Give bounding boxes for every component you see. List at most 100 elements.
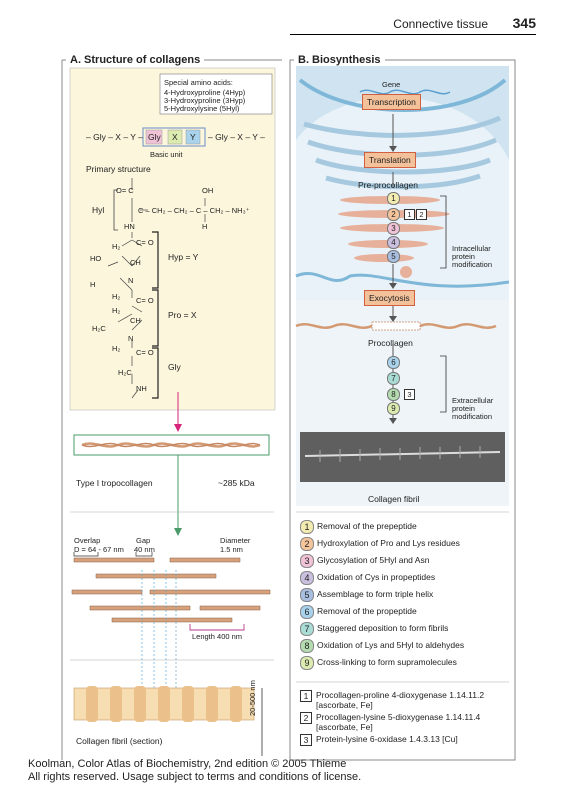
kda-label: ~285 kDa <box>218 478 255 488</box>
step-circle-5: 5 <box>387 250 400 263</box>
length-label: Length 400 nm <box>192 632 243 641</box>
legend-number: 4 <box>300 571 314 585</box>
step-circle-9: 9 <box>387 402 400 415</box>
extracellular-label: Extracellular <box>452 396 494 405</box>
enzyme-ref-box: 1 <box>404 209 415 220</box>
chem-nh: NH <box>136 384 147 393</box>
chem-hn: HN <box>124 222 135 231</box>
legend-label: Oxidation of Cys in propeptides <box>317 572 436 582</box>
gene-label: Gene <box>382 80 401 89</box>
enzyme-ref-box: 3 <box>404 389 415 400</box>
step-circle-4: 4 <box>387 236 400 249</box>
size-label: 20-500 nm <box>248 680 257 716</box>
sequence-left: – Gly – X – Y – <box>86 132 143 142</box>
diameter-label: Diameter <box>220 536 251 545</box>
chem-co-1: C= O <box>136 238 154 247</box>
chem-ho: HO <box>90 254 102 263</box>
legend-number: 6 <box>300 605 314 619</box>
copyright-footer: Koolman, Color Atlas of Biochemistry, 2n… <box>28 758 361 784</box>
panelA-title: A. Structure of collagens <box>66 54 205 66</box>
panelB-title: B. Biosynthesis <box>294 54 385 66</box>
enzyme-number: 3 <box>300 734 312 746</box>
enzyme-label: Procollagen-lysine 5-dioxygenase 1.14.11… <box>316 712 481 732</box>
exocytosis-box: Exocytosis <box>364 290 415 306</box>
legend-number: 3 <box>300 554 314 568</box>
legend-label: Glycosylation of 5Hyl and Asn <box>317 555 430 565</box>
pro-label: Pro = X <box>168 310 197 320</box>
special-title: Special amino acids: <box>164 78 233 87</box>
legend-label: Cross-linking to form supramolecules <box>317 657 457 667</box>
enzyme-number: 1 <box>300 690 312 702</box>
legend-label: Hydroxylation of Pro and Lys residues <box>317 538 460 548</box>
special-item: 3-Hydroxyproline (3Hyp) <box>164 96 246 105</box>
legend-number: 9 <box>300 656 314 670</box>
translation-box: Translation <box>364 152 416 168</box>
legend-number: 5 <box>300 588 314 602</box>
legend-number: 1 <box>300 520 314 534</box>
fibril-section-label: Collagen fibril (section) <box>76 736 163 746</box>
chem-ch-2: CH <box>130 316 141 325</box>
enzyme-ref-box: 2 <box>416 209 427 220</box>
transcription-box: Transcription <box>362 94 421 110</box>
page-header: Connective tissue 345 <box>290 14 550 35</box>
step-circle-2: 2 <box>387 208 400 221</box>
legend-number: 8 <box>300 639 314 653</box>
special-item: 4-Hydroxyproline (4Hyp) <box>164 88 246 97</box>
hyl-label: Hyl <box>92 205 105 215</box>
overlap-label: Overlap <box>74 536 101 545</box>
tropocollagen-label: Type I tropocollagen <box>76 478 153 488</box>
chem-h2-2: H₂ <box>112 292 121 301</box>
sequence-right: – Gly – X – Y – <box>208 132 265 142</box>
step-circle-6: 6 <box>387 356 400 369</box>
gap-label: Gap <box>136 536 151 545</box>
chem-h2-1: H₂ <box>112 242 121 251</box>
legend-number: 7 <box>300 622 314 636</box>
enzyme-label: Procollagen-proline 4-dioxygenase 1.14.1… <box>316 690 485 710</box>
legend-label: Oxidation of Lys and 5Hyl to aldehydes <box>317 640 465 650</box>
chem-h-1: H <box>90 280 96 289</box>
preprocollagen-label: Pre-procollagen <box>358 180 419 190</box>
section-title: Connective tissue <box>393 17 488 31</box>
overlap-value: D = 64 - 67 nm <box>74 545 124 554</box>
intracellular-label: Intracellular <box>452 244 491 253</box>
chem-h2c-1: H₂C <box>92 324 106 333</box>
gap-value: 40 nm <box>134 545 155 554</box>
chem-hyl-chain: C – CH₂ – CH₂ – C – CH₂ – NH₃⁺ <box>138 206 250 215</box>
gly-label: Gly <box>168 362 181 372</box>
chem-n-2: N <box>128 334 134 343</box>
chem-oh: OH <box>202 186 214 195</box>
chem-h2-4: H₂ <box>112 344 121 353</box>
basic-unit-label: Basic unit <box>150 150 183 159</box>
step-circle-3: 3 <box>387 222 400 235</box>
diameter-value: 1.5 nm <box>220 545 243 554</box>
legend-number: 2 <box>300 537 314 551</box>
special-item: 5-Hydroxylysine (5Hyl) <box>164 104 240 113</box>
chem-ch-1: CH <box>130 258 141 267</box>
footer-line: Koolman, Color Atlas of Biochemistry, 2n… <box>28 758 347 770</box>
primary-structure-label: Primary structure <box>86 164 151 174</box>
enzyme-label: Protein-lysine 6-oxidase 1.4.3.13 [Cu] <box>316 734 458 744</box>
procollagen-label: Procollagen <box>368 338 413 348</box>
step-circle-7: 7 <box>387 372 400 385</box>
chem-h2c-2: H₂C <box>118 368 132 377</box>
step-circle-1: 1 <box>387 192 400 205</box>
chem-co-3: C= O <box>136 348 154 357</box>
extracellular-label: modification <box>452 412 493 421</box>
sequence-x: X <box>172 132 178 142</box>
page-number: 345 <box>512 15 536 31</box>
collagen-fibril-label: Collagen fibril <box>368 494 420 504</box>
chem-n-1: N <box>128 276 134 285</box>
chem-h: H <box>202 222 208 231</box>
step-circle-8: 8 <box>387 388 400 401</box>
intracellular-label: modification <box>452 260 493 269</box>
legend-label: Removal of the prepeptide <box>317 521 417 531</box>
legend-label: Assemblage to form triple helix <box>317 589 434 599</box>
footer-line: All rights reserved. Usage subject to te… <box>28 771 362 783</box>
enzyme-number: 2 <box>300 712 312 724</box>
chem-o-c: O= C <box>116 186 134 195</box>
intracellular-label: protein <box>452 252 475 261</box>
sequence-gly: Gly <box>148 132 161 142</box>
chem-h2-3: H₂ <box>112 306 121 315</box>
header-rule <box>290 34 536 35</box>
